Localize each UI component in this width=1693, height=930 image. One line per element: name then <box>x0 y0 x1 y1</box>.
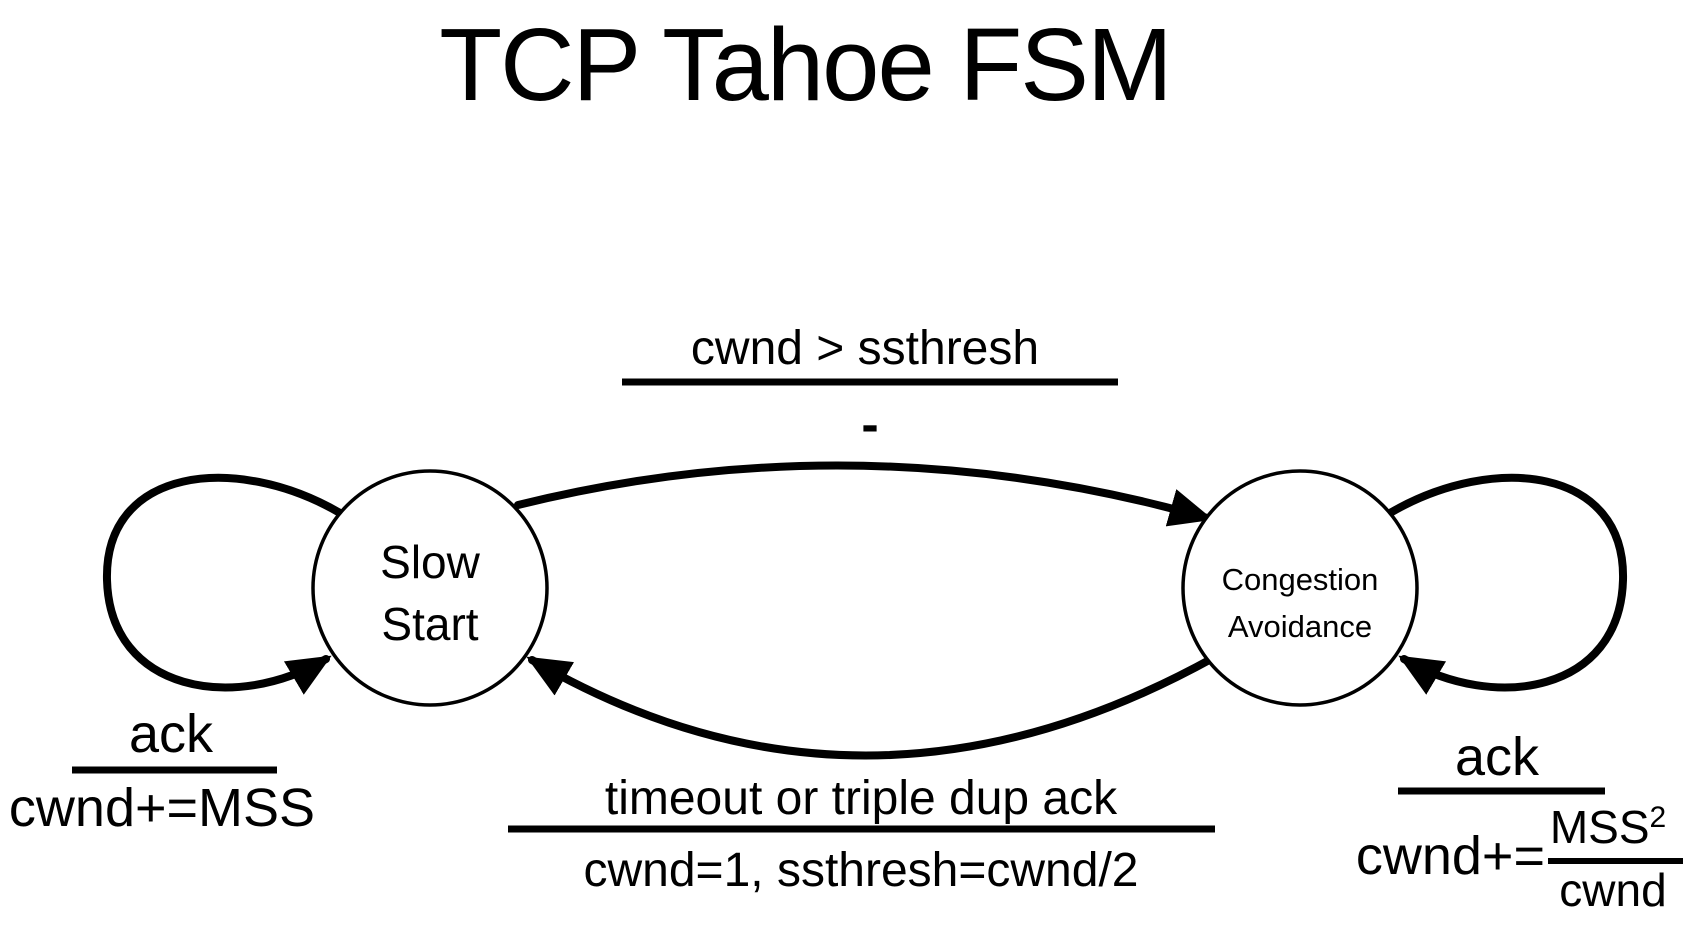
transition-arrow-slowstart-to-congestionavoidance <box>514 461 1214 527</box>
transition-arrow-congestionavoidance-to-slowstart <box>526 654 1217 760</box>
mss-text: MSS <box>1550 801 1650 853</box>
transition-top-event-label: cwnd > ssthresh <box>691 322 1039 375</box>
self-loop-right-event-label: ack <box>1455 727 1540 787</box>
self-loop-arrow-congestionavoidance <box>1386 473 1628 695</box>
self-loop-left-action-label: cwnd+=MSS <box>9 778 315 838</box>
transition-bottom-event-label: timeout or triple dup ack <box>605 772 1118 825</box>
state-slow-start <box>311 469 549 707</box>
state-congestion-avoidance <box>1181 469 1419 707</box>
self-loop-right-action-prefix: cwnd+= <box>1356 826 1545 886</box>
self-loop-left-event-label: ack <box>129 704 214 764</box>
self-loop-right-action-denominator: cwnd <box>1559 864 1666 916</box>
page-title: TCP Tahoe FSM <box>439 7 1171 122</box>
state-slow-start-label-line1: Slow <box>380 536 480 588</box>
state-congestion-avoidance-label-line1: Congestion <box>1222 562 1379 597</box>
mss-exponent: 2 <box>1650 801 1667 834</box>
state-slow-start-label-line2: Start <box>381 598 478 650</box>
self-loop-right-action-numerator: MSS2 <box>1550 801 1666 853</box>
state-congestion-avoidance-label-line2: Avoidance <box>1228 609 1372 644</box>
transition-top-action-label: - <box>861 396 878 454</box>
transition-bottom-action-label: cwnd=1, ssthresh=cwnd/2 <box>584 844 1139 897</box>
self-loop-arrow-slowstart <box>102 473 344 695</box>
